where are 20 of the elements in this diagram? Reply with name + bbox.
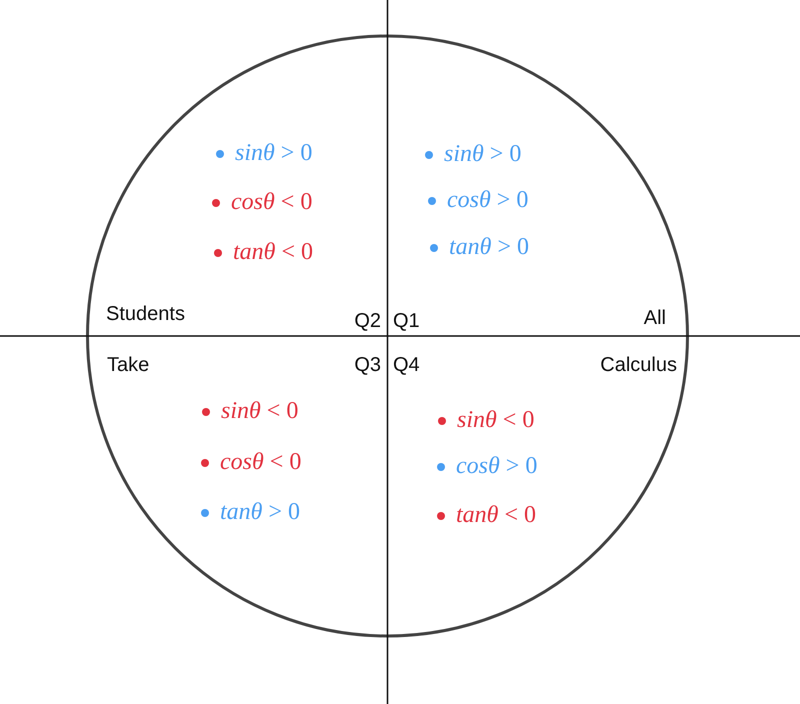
sign-inequality: cosθ < 0	[220, 448, 302, 476]
mnemonic-word: Students	[106, 303, 185, 325]
sign-inequality: sinθ > 0	[444, 140, 522, 168]
sign-inequality: tanθ < 0	[456, 501, 536, 529]
sign-inequality: cosθ > 0	[447, 186, 528, 214]
quadrant-label: Q4	[393, 354, 420, 376]
sign-inequality: tanθ > 0	[220, 498, 300, 526]
sign-inequality: tanθ > 0	[449, 233, 530, 261]
quadrant-label: Q1	[393, 310, 420, 332]
mnemonic-word: Take	[107, 354, 150, 376]
sign-inequality: cosθ > 0	[456, 452, 538, 480]
sign-inequality: sinθ < 0	[457, 406, 534, 434]
sign-inequality: sinθ > 0	[235, 139, 312, 167]
sign-inequality: cosθ < 0	[231, 188, 312, 216]
quadrant-label: Q3	[354, 354, 381, 376]
sign-inequality: sinθ < 0	[221, 397, 298, 425]
mnemonic-word: Calculus	[600, 354, 677, 376]
quadrant-label: Q2	[354, 310, 381, 332]
mnemonic-word: All	[644, 307, 666, 329]
sign-inequality: tanθ < 0	[233, 238, 314, 266]
